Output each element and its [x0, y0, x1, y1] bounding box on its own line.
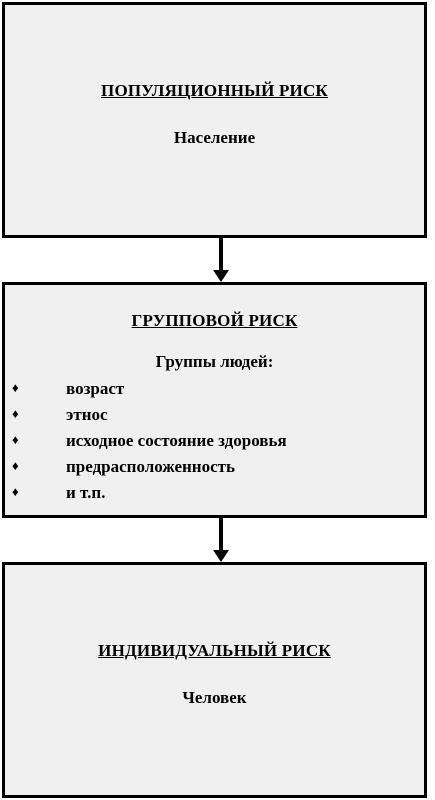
list-item-label: и т.п.: [66, 483, 106, 502]
individual-risk-subtitle: Человек: [182, 688, 247, 707]
diamond-bullet-icon: ♦: [12, 458, 19, 473]
diamond-bullet-icon: ♦: [12, 432, 19, 447]
arrow-down-icon: [213, 238, 229, 282]
population-risk-box: ПОПУЛЯЦИОННЫЙ РИСК Население: [2, 2, 427, 238]
individual-risk-box: ИНДИВИДУАЛЬНЫЙ РИСК Человек: [2, 562, 427, 798]
group-risk-title: ГРУППОВОЙ РИСК: [131, 311, 298, 330]
population-risk-subtitle: Население: [173, 128, 256, 147]
group-risk-box: ГРУППОВОЙ РИСК Группы людей: ♦ возраст ♦…: [2, 282, 427, 518]
diamond-bullet-icon: ♦: [12, 406, 19, 421]
group-risk-subtitle: Группы людей:: [155, 352, 274, 371]
list-item-label: предрасположенность: [66, 457, 235, 476]
diamond-bullet-icon: ♦: [12, 380, 19, 395]
arrow-down-icon: [213, 518, 229, 562]
diamond-bullet-icon: ♦: [12, 484, 19, 499]
individual-risk-title: ИНДИВИДУАЛЬНЫЙ РИСК: [98, 641, 331, 660]
list-item-label: исходное состояние здоровья: [66, 431, 287, 450]
list-item-label: этнос: [66, 405, 108, 424]
list-item-label: возраст: [66, 379, 125, 398]
population-risk-title: ПОПУЛЯЦИОННЫЙ РИСК: [101, 81, 328, 100]
